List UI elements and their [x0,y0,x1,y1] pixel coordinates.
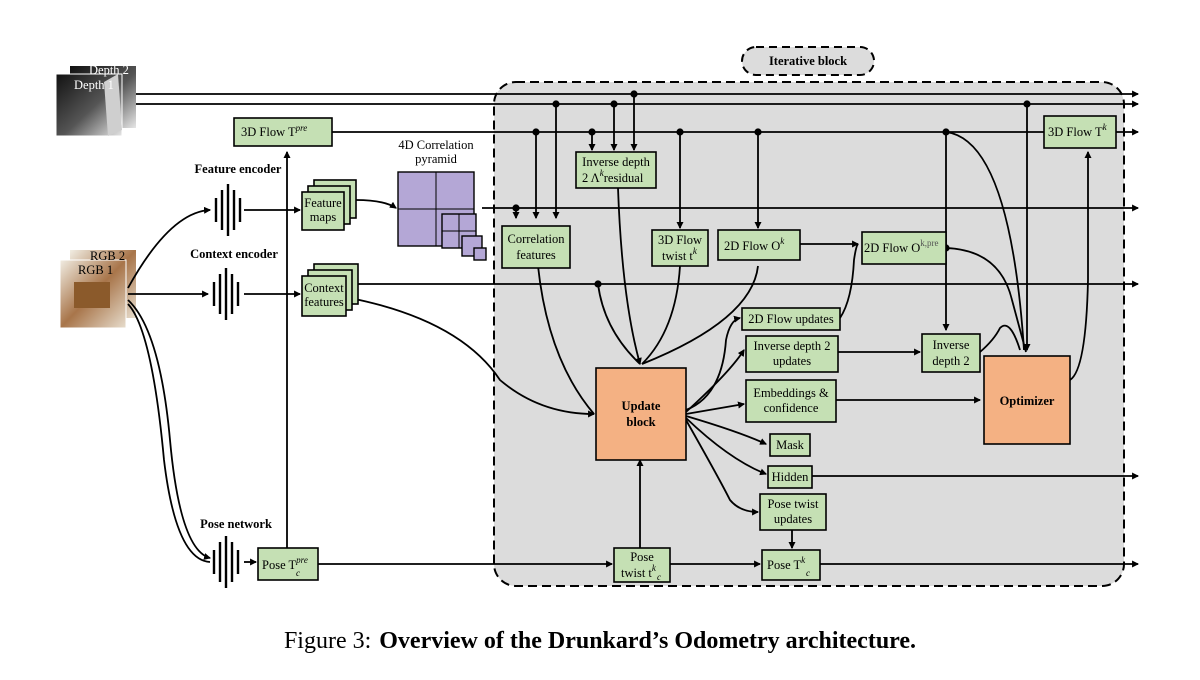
svg-text:Context: Context [304,281,344,295]
svg-text:twist tk: twist tk [621,563,657,580]
correlation-pyramid: 4D Correlation pyramid [397,138,487,261]
pose-twist-updates-box: Pose twist updates [759,493,827,531]
svg-text:Inverse: Inverse [933,338,970,352]
pose-network-icon [212,536,240,588]
iterative-block-tag: Iterative block [741,46,875,76]
flow3d-pre-box: 3D Flow Tpre [233,117,333,147]
svg-text:c: c [806,568,810,578]
context-encoder-icon [212,268,240,320]
svg-text:Inverse depth: Inverse depth [582,155,650,169]
svg-text:Optimizer: Optimizer [1000,394,1055,408]
pose-k-box: Pose Tk c [761,549,821,581]
context-encoder-label: Context encoder [190,247,278,261]
update-block: Update block [595,367,687,461]
svg-text:3D Flow Tpre: 3D Flow Tpre [241,123,307,139]
context-features-box: Context features [301,263,359,317]
svg-text:Hidden: Hidden [772,470,810,484]
flow2d-pre-box: 2D Flow Ok,pre [861,231,947,265]
flow3d-k-box: 3D Flow Tk [1043,115,1117,149]
svg-text:depth 2: depth 2 [932,354,969,368]
hidden-box: Hidden [767,465,813,489]
svg-text:2D Flow updates: 2D Flow updates [748,312,834,326]
depth-1-label: Depth 1 [74,78,114,92]
svg-text:Pose Tk: Pose Tk [767,555,806,572]
svg-text:Pose Tpre: Pose Tpre [262,555,308,572]
embeddings-confidence-box: Embeddings & confidence [745,379,837,423]
mask-box: Mask [769,433,811,457]
svg-text:features: features [304,295,344,309]
pose-pre-box: Pose Tpre c [257,547,319,581]
svg-text:updates: updates [774,512,812,526]
pyramid-label-line2: pyramid [415,152,457,166]
svg-text:3D Flow Tk: 3D Flow Tk [1048,122,1108,139]
figure-caption: Figure 3:Overview of the Drunkard’s Odom… [284,628,916,654]
svg-text:3D Flow: 3D Flow [658,233,702,247]
flow3d-twist-box: 3D Flow twist tk [651,229,709,267]
feature-encoder-label: Feature encoder [195,162,282,176]
inverse-depth2-box: Inverse depth 2 [921,333,981,373]
svg-text:2D Flow Ok,pre: 2D Flow Ok,pre [864,238,939,255]
rgb-2-label: RGB 2 [90,249,125,263]
rgb-1-label: RGB 1 [78,263,113,277]
svg-text:Embeddings &: Embeddings & [753,386,829,400]
junction-dots [283,90,1031,566]
optimizer-block: Optimizer [983,355,1071,445]
pose-network-label: Pose network [200,517,272,531]
flow2d-updates-box: 2D Flow updates [741,307,841,331]
svg-text:updates: updates [773,354,811,368]
svg-text:maps: maps [310,210,337,224]
svg-text:Correlation: Correlation [508,232,566,246]
svg-text:features: features [516,248,556,262]
svg-text:Feature: Feature [304,196,342,210]
svg-text:Inverse depth 2: Inverse depth 2 [753,339,830,353]
depth-images: Depth 2 Depth 1 [55,63,136,137]
svg-text:twist tk: twist tk [662,246,698,263]
rgb-images: RGB 2 RGB 1 [59,249,136,329]
flow2d-box: 2D Flow Ok [717,229,801,261]
iterative-block-label: Iterative block [769,54,847,68]
svg-text:2D Flow Ok: 2D Flow Ok [724,236,785,253]
inverse-depth-updates-box: Inverse depth 2 updates [745,335,839,373]
feature-encoder-icon [214,184,242,236]
pose-twist-box: Pose twist tk c [613,547,671,583]
svg-text:Update: Update [622,399,661,413]
svg-text:Mask: Mask [776,438,805,452]
pyramid-label-line1: 4D Correlation [398,138,474,152]
svg-text:2 Λkresidual: 2 Λkresidual [582,168,644,185]
inverse-depth-residual-box: Inverse depth 2 Λkresidual [575,151,657,189]
svg-text:c: c [657,572,661,582]
svg-text:Pose: Pose [630,550,654,564]
feature-maps-box: Feature maps [301,179,357,231]
svg-text:c: c [296,568,300,578]
svg-text:Pose twist: Pose twist [767,497,819,511]
svg-text:block: block [626,415,655,429]
depth-2-label: Depth 2 [89,63,129,77]
svg-text:confidence: confidence [764,401,819,415]
correlation-features-box: Correlation features [501,225,571,269]
